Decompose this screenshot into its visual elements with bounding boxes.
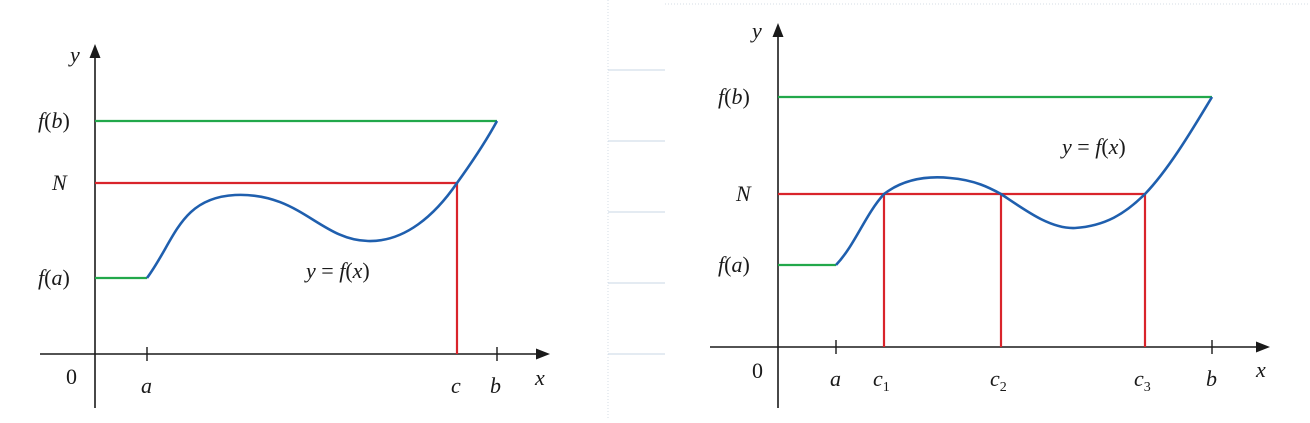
function-curve (835, 96, 1214, 266)
x-tick-label-c: c (451, 373, 461, 398)
x-axis-label: x (1255, 357, 1266, 382)
origin-label: 0 (66, 364, 77, 389)
x-tick-label-b: b (490, 373, 501, 398)
y-axis-label: y (68, 42, 80, 67)
x-axis-arrow (536, 348, 550, 360)
fb-label: f(b) (38, 108, 70, 133)
origin-label: 0 (752, 358, 763, 383)
x-tick-label-c2: c2 (990, 366, 1007, 395)
n-label: N (51, 170, 68, 195)
x-tick-label-a: a (830, 366, 841, 391)
x-tick-label-c1: c1 (873, 366, 890, 395)
x-axis-label: x (534, 365, 545, 390)
fa-label: f(a) (718, 252, 750, 277)
n-label: N (735, 181, 752, 206)
x-tick-label-c3: c3 (1134, 366, 1151, 395)
y-axis-label: y (750, 18, 762, 43)
left-figure: y x 0 f(b) N f(a) y = f(x) a c b (38, 42, 550, 408)
fb-label: f(b) (718, 84, 750, 109)
function-curve (145, 120, 499, 279)
x-axis-arrow (1256, 341, 1270, 353)
fa-label: f(a) (38, 265, 70, 290)
right-figure: y x 0 f(b) N f(a) y = f(x) a c1 c2 c3 b (710, 18, 1270, 408)
curve-label: y = f(x) (304, 258, 370, 283)
curve-label: y = f(x) (1060, 134, 1126, 159)
y-axis-arrow (772, 23, 784, 37)
x-tick-label-b: b (1206, 366, 1217, 391)
x-tick-label-a: a (141, 373, 152, 398)
y-axis-arrow (89, 44, 101, 58)
